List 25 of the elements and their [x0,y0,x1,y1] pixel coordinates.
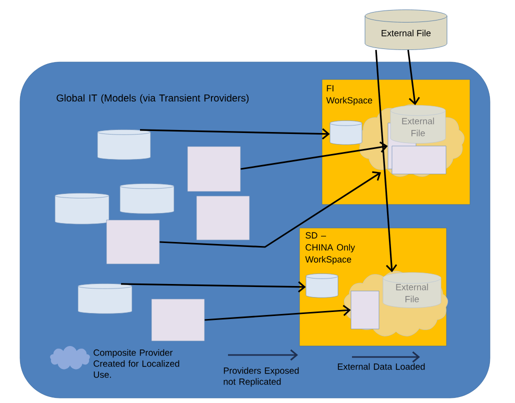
legend-text: External Data Loaded [338,363,425,370]
arrow [407,50,420,106]
arrow [240,141,388,170]
arrow [160,171,381,248]
file-cylinder: External File [364,10,448,50]
database-cylinder [120,183,174,214]
database-cylinder [330,120,362,145]
arrow [121,281,306,292]
arrow [375,50,398,272]
legend-text: Providers Exposed not Replicated [224,367,299,387]
arrow [140,128,330,140]
provider-box [187,146,241,192]
provider-box [196,196,250,240]
database-cylinder [306,273,338,298]
provider-box [392,146,446,174]
database-cylinder [54,192,110,224]
provider-box [350,290,380,330]
database-cylinder [97,129,151,160]
file-cylinder: External File [390,105,446,144]
provider-box [151,298,205,342]
file-cylinder: External File [382,272,442,308]
arrow [204,304,351,321]
legend-text: Composite Provider Created for Localized Use. [94,349,180,378]
database-cylinder [78,283,132,314]
provider-box [106,220,160,264]
